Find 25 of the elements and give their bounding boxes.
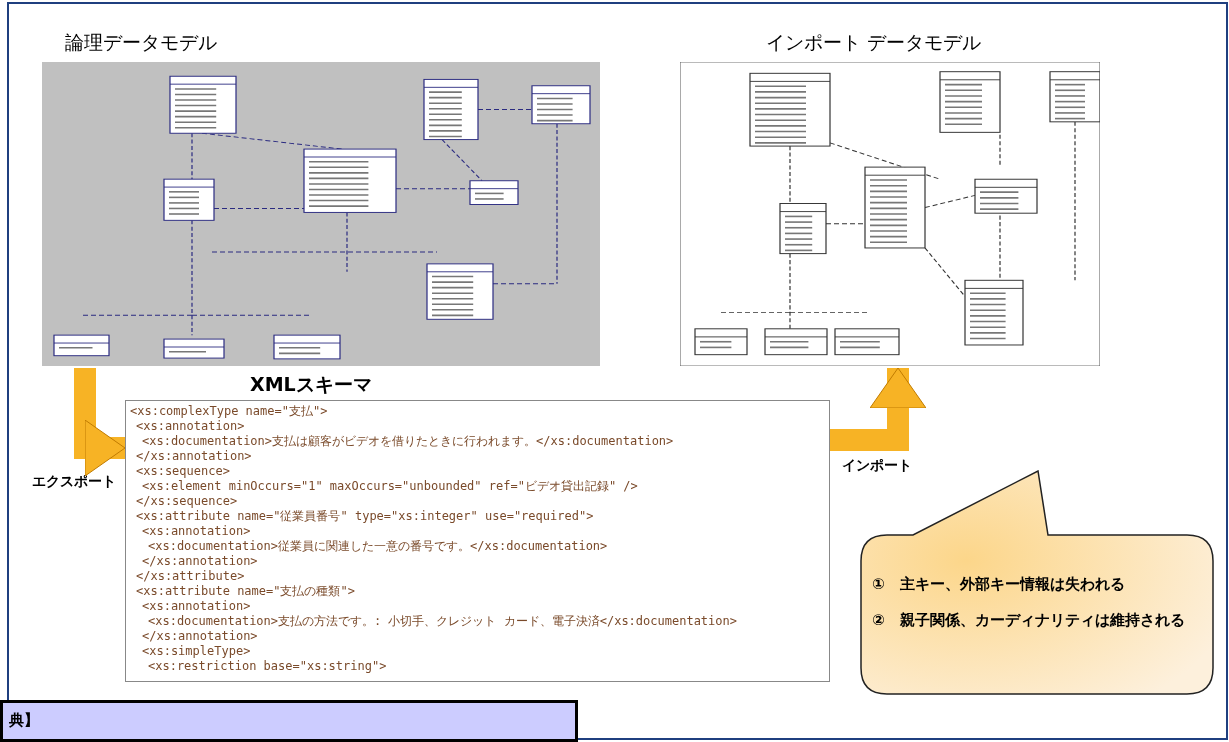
code-line: <xs:simpleType> <box>142 644 251 659</box>
code-line: </xs:sequence> <box>136 494 238 509</box>
code-line: </xs:annotation> <box>142 629 258 644</box>
code-line: <xs:element minOccurs="1" maxOccurs="unbounded" ref="ビデオ貸出記録" /> <box>142 479 638 494</box>
code-line: <xs:attribute name="従業員番号" type="xs:integer" use="required"> <box>136 509 594 524</box>
code-line: <xs:annotation> <box>136 419 245 434</box>
callout-text: ② 親子関係、カーディナリティは維持される <box>872 611 1185 630</box>
code-line: <xs:complexType name="支払"> <box>130 404 328 419</box>
code-line: <xs:annotation> <box>142 524 251 539</box>
panel-heading: 論理データモデル <box>65 30 217 55</box>
block-arrow <box>74 368 126 477</box>
panel-heading: インポート データモデル <box>766 30 982 55</box>
source-text: 典】 <box>9 711 39 730</box>
code-line: <xs:sequence> <box>136 464 230 479</box>
code-line: </xs:annotation> <box>136 449 252 464</box>
code-line: <xs:documentation>従業員に関連した一意の番号です。</xs:documentation> <box>148 539 608 554</box>
callout-text: ① 主キー、外部キー情報は失われる <box>872 575 1125 594</box>
code-line: <xs:annotation> <box>142 599 251 614</box>
code-line: <xs:restriction base="xs:string"> <box>148 659 387 674</box>
code-line: <xs:documentation>支払は顧客がビデオを借りたときに行われます。</xs:documentation> <box>142 434 674 449</box>
panel-heading: XMLスキーマ <box>250 372 372 397</box>
code-line: </xs:attribute> <box>136 569 245 584</box>
code-line: <xs:documentation>支払の方法です。: 小切手、クレジット カード、電子決済</xs:documentation> <box>148 614 737 629</box>
code-line: <xs:attribute name="支払の種類"> <box>136 584 355 599</box>
code-line: </xs:annotation> <box>142 554 258 569</box>
